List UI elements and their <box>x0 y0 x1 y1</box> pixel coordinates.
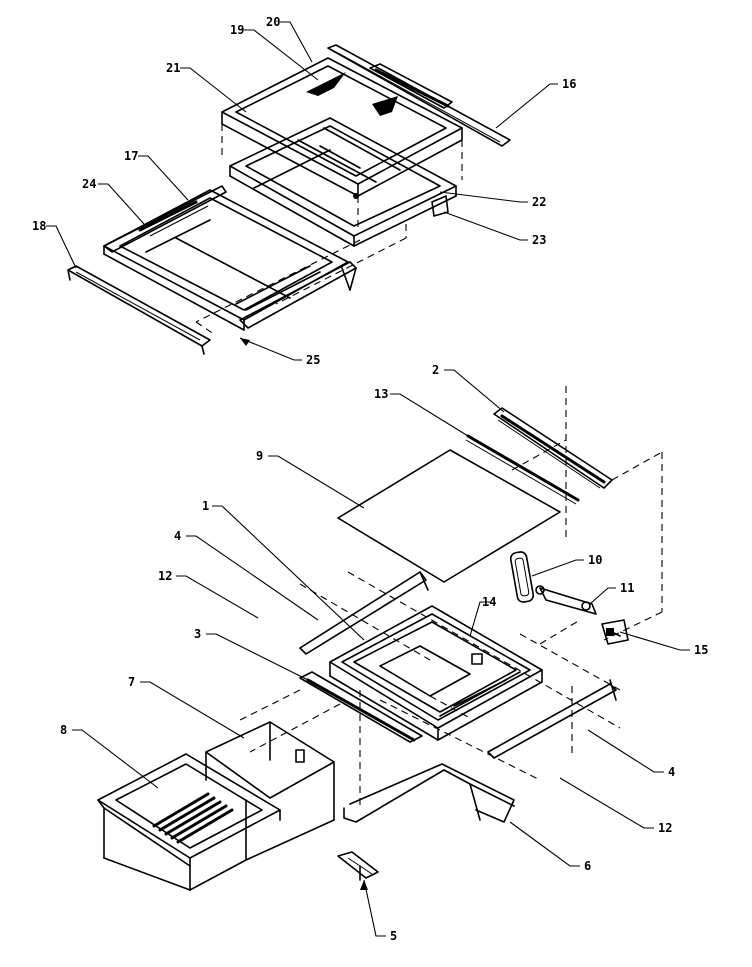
callout-9: 9 <box>256 449 263 463</box>
callout-2: 2 <box>432 363 439 377</box>
part-4-left-rail <box>299 571 429 655</box>
callout-19: 19 <box>230 23 244 37</box>
callout-8: 8 <box>60 723 67 737</box>
part-21-lid-frame <box>229 117 457 247</box>
part-16-rail <box>327 44 511 147</box>
part-9-glass <box>337 449 561 583</box>
callout-24: 24 <box>82 177 96 191</box>
callout-15: 15 <box>694 643 708 657</box>
callout-6: 6 <box>584 859 591 873</box>
part-7-bin <box>205 721 335 861</box>
callout-5: 5 <box>390 929 397 943</box>
part-13-rod <box>465 434 580 505</box>
lower-assembly-lines <box>235 386 663 808</box>
callout-1: 1 <box>202 499 209 513</box>
part-3-front-bar <box>299 671 423 743</box>
callout-13: 13 <box>374 387 388 401</box>
callout-labels: 20 19 21 16 17 24 18 22 23 25 2 13 9 1 4… <box>32 15 708 943</box>
callout-leaders <box>46 21 690 937</box>
callout-11: 11 <box>620 581 634 595</box>
part-6-wire-frame <box>343 763 515 823</box>
part-4-right-rail <box>487 679 617 759</box>
callout-21: 21 <box>166 61 180 75</box>
callout-12-right: 12 <box>658 821 672 835</box>
part-14-housing <box>329 605 543 741</box>
callout-3: 3 <box>194 627 201 641</box>
callout-22: 22 <box>532 195 546 209</box>
part-19-20-upper-shelf <box>221 57 463 197</box>
callout-25: 25 <box>306 353 320 367</box>
callout-20: 20 <box>266 15 280 29</box>
part-18-rail <box>67 265 211 355</box>
callout-23: 23 <box>532 233 546 247</box>
callout-18: 18 <box>32 219 46 233</box>
part-10-handle <box>509 551 535 603</box>
callout-12-left: 12 <box>158 569 172 583</box>
callout-10: 10 <box>588 553 602 567</box>
part-15-bracket <box>601 619 629 645</box>
drawer-vent-slots <box>152 792 234 844</box>
upper-assembly-lines <box>195 124 463 335</box>
part-5-clip <box>337 851 379 881</box>
callout-7: 7 <box>128 675 135 689</box>
callout-4-left: 4 <box>174 529 181 543</box>
callout-17: 17 <box>124 149 138 163</box>
part-11-latch <box>535 585 597 615</box>
callout-16: 16 <box>562 77 576 91</box>
part-17-24-lower-shelf <box>103 185 349 331</box>
part-23-side-rail <box>239 261 357 329</box>
part-2-trim <box>493 407 613 489</box>
callout-4-right: 4 <box>668 765 675 779</box>
callout-14: 14 <box>482 595 496 609</box>
part-8-drawer <box>97 753 281 891</box>
